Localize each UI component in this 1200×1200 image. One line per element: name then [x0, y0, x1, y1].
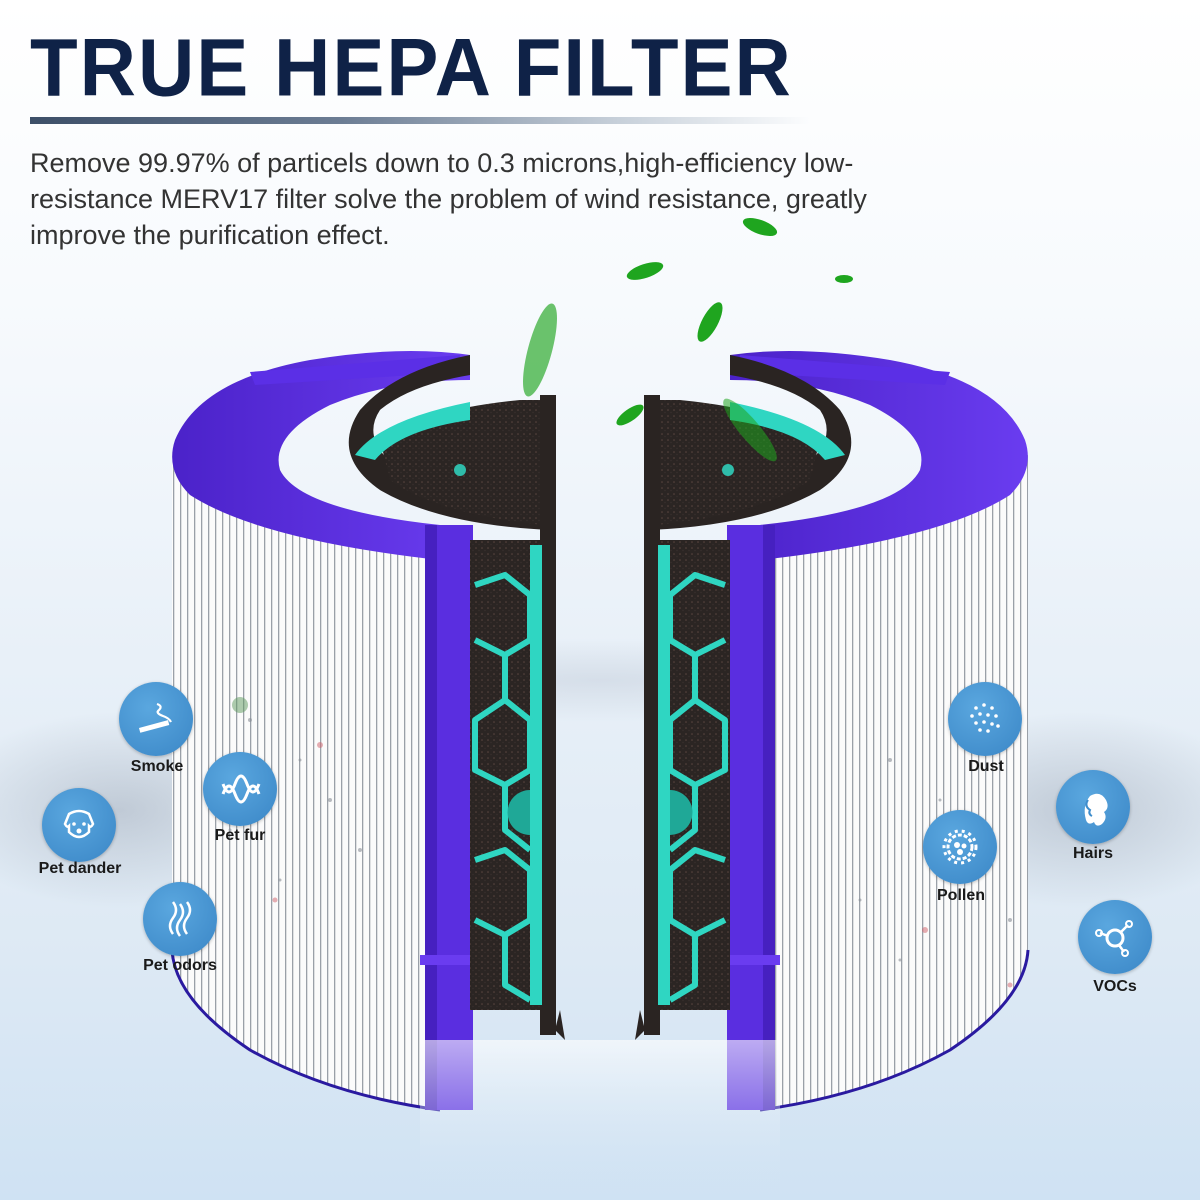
- badge-label-pollen: Pollen: [936, 887, 986, 904]
- badge-pet-fur: [203, 752, 277, 826]
- page-title: TRUE HEPA FILTER: [30, 20, 793, 114]
- badge-hairs: [1056, 770, 1130, 844]
- pollen-gear-icon: [942, 829, 978, 865]
- badge-label-pet-odors: Pet odors: [143, 957, 217, 974]
- woman-hair-icon: [1084, 793, 1108, 826]
- badge-pet-odors: [143, 882, 217, 956]
- badge-vocs: [1078, 900, 1152, 974]
- badge-pet-dander: [42, 788, 116, 862]
- odor-waves-icon: [168, 901, 192, 937]
- badge-pollen: [923, 810, 997, 884]
- dust-dots-icon: [970, 703, 1000, 733]
- badge-label-dust: Dust: [968, 758, 1004, 775]
- molecule-icon: [1095, 920, 1133, 957]
- badge-dust: [948, 682, 1022, 756]
- title-underline: [30, 117, 810, 124]
- right-filter-half: [635, 351, 1030, 1112]
- left-filter-half: [170, 351, 565, 1112]
- badge-label-smoke: Smoke: [130, 758, 184, 775]
- badge-label-pet-dander: Pet dander: [38, 860, 122, 877]
- wavy-fur-icon: [221, 774, 261, 804]
- cigarette-smoke-icon: [138, 702, 172, 733]
- floor-reflection: [420, 1040, 780, 1200]
- badge-smoke: [119, 682, 193, 756]
- badge-label-vocs: VOCs: [1093, 978, 1137, 995]
- badge-label-hairs: Hairs: [1072, 845, 1114, 862]
- green-leaves: [523, 217, 853, 462]
- dog-face-icon: [63, 809, 95, 839]
- product-description: Remove 99.97% of particels down to 0.3 m…: [30, 148, 867, 250]
- badge-label-pet-fur: Pet fur: [214, 827, 266, 844]
